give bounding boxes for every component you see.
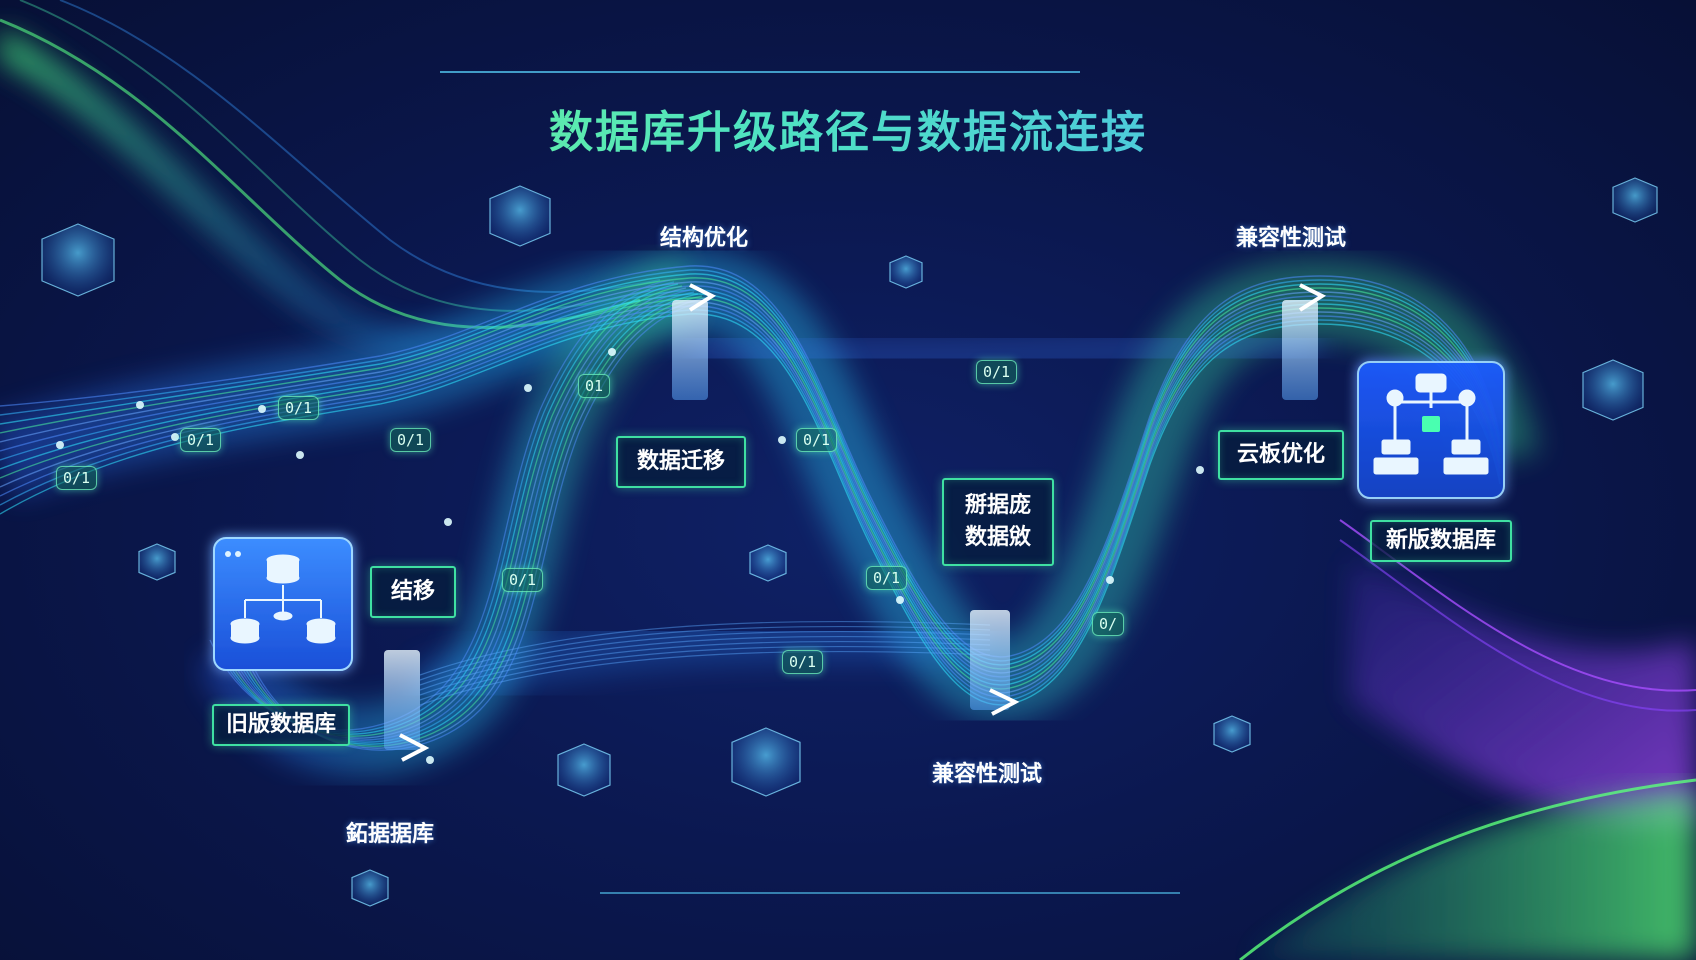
stream-line: [419, 630, 991, 686]
new-database-card: [1357, 361, 1505, 499]
route-gate-top-left: [672, 283, 717, 400]
particle-dot: [608, 348, 616, 356]
flow-tag: 0/1: [796, 428, 838, 452]
hex-cube: [1582, 359, 1644, 421]
particle-dot: [296, 451, 304, 459]
flow-tag: 0/1: [56, 466, 98, 490]
step-box-database-flow: 掰据庞 数据敓: [942, 478, 1054, 566]
flow-tag: 0/1: [866, 566, 908, 590]
node-label-compatibility-test-top: 兼容性测试: [1236, 226, 1347, 251]
stream-line: [0, 277, 1501, 670]
hex-cube: [1612, 177, 1658, 223]
stream-line: [0, 273, 1501, 666]
hex-cube: [41, 223, 115, 297]
server-network-icon: [1373, 373, 1489, 475]
node-box-new-database: 新版数据库: [1370, 520, 1512, 562]
stream-line: [419, 650, 991, 706]
stream-line: [419, 620, 991, 676]
flow-tag: 0/: [1092, 612, 1125, 636]
particle-dot: [524, 384, 532, 392]
particle-dot: [778, 436, 786, 444]
stream-line: [419, 635, 991, 691]
particle-dot: [56, 441, 64, 449]
particle-dot: [171, 433, 179, 441]
main-flow-ribbon: [0, 249, 1540, 776]
step-box-database-flow-line2: 数据敓: [964, 525, 1031, 550]
flow-tag: 0/1: [180, 428, 222, 452]
stream-line: [0, 285, 1501, 678]
hex-cube: [1213, 715, 1251, 753]
step-box-cloud-optimization: 云板优化: [1218, 430, 1344, 480]
data-stream-lines: [0, 265, 1501, 751]
step-box-database-flow-line1: 掰据庞: [964, 493, 1031, 518]
particle-dot: [258, 405, 266, 413]
particle-dot: [444, 518, 452, 526]
node-label-bottom-left-database: 鉐据据库: [346, 822, 435, 847]
floating-cubes: [41, 177, 1658, 907]
hex-cube: [138, 543, 176, 581]
particle-dot: [426, 756, 434, 764]
wave-right-purple: [1339, 519, 1696, 824]
database-network-icon: [230, 554, 336, 644]
stream-line: [0, 305, 1501, 698]
flow-particles: [56, 348, 1204, 764]
hex-cube: [557, 743, 611, 797]
old-database-card: [213, 537, 353, 671]
particle-dot: [1106, 576, 1114, 584]
hex-cube: [351, 869, 389, 907]
route-gate-bottom-left: [384, 650, 430, 762]
step-box-data-migration: 数据迁移: [616, 436, 746, 488]
node-label-compatibility-test-bottom: 兼容性测试: [932, 762, 1043, 787]
stream-line: [419, 640, 991, 696]
hex-cube: [489, 185, 551, 247]
stream-line: [249, 299, 711, 751]
node-box-old-database: 旧版数据库: [212, 704, 350, 746]
stream-line: [0, 265, 1501, 658]
stream-line: [0, 297, 1501, 690]
page-title: 数据库升级路径与数据流连接: [0, 96, 1696, 160]
step-box-migrate: 结移: [370, 566, 456, 618]
node-label-structure-optimization: 结构优化: [660, 226, 749, 251]
flow-tag: 0/1: [278, 396, 320, 420]
stream-line: [0, 301, 1501, 694]
hex-cube: [749, 544, 787, 582]
particle-dot: [136, 401, 144, 409]
particle-dot: [1196, 466, 1204, 474]
particle-dot: [896, 596, 904, 604]
stream-line: [0, 281, 1501, 674]
stream-line: [0, 269, 1501, 662]
flow-tag: 0/1: [782, 650, 824, 674]
route-gate-top-right: [1282, 283, 1327, 400]
hex-cube: [889, 255, 923, 289]
stream-line: [419, 645, 991, 701]
stream-line: [0, 289, 1501, 682]
hex-cube: [731, 727, 801, 797]
route-gate-bottom-mid: [970, 610, 1020, 716]
stream-line: [419, 625, 991, 681]
stream-line: [0, 309, 1501, 702]
flow-tag: 01: [578, 374, 611, 398]
flow-tag: 0/1: [502, 568, 544, 592]
stream-line: [0, 313, 1501, 706]
flow-tag: 0/1: [390, 428, 432, 452]
flow-tag: 0/1: [976, 360, 1018, 384]
stream-line: [0, 293, 1501, 686]
wave-bottom-right-green: [1239, 778, 1696, 960]
